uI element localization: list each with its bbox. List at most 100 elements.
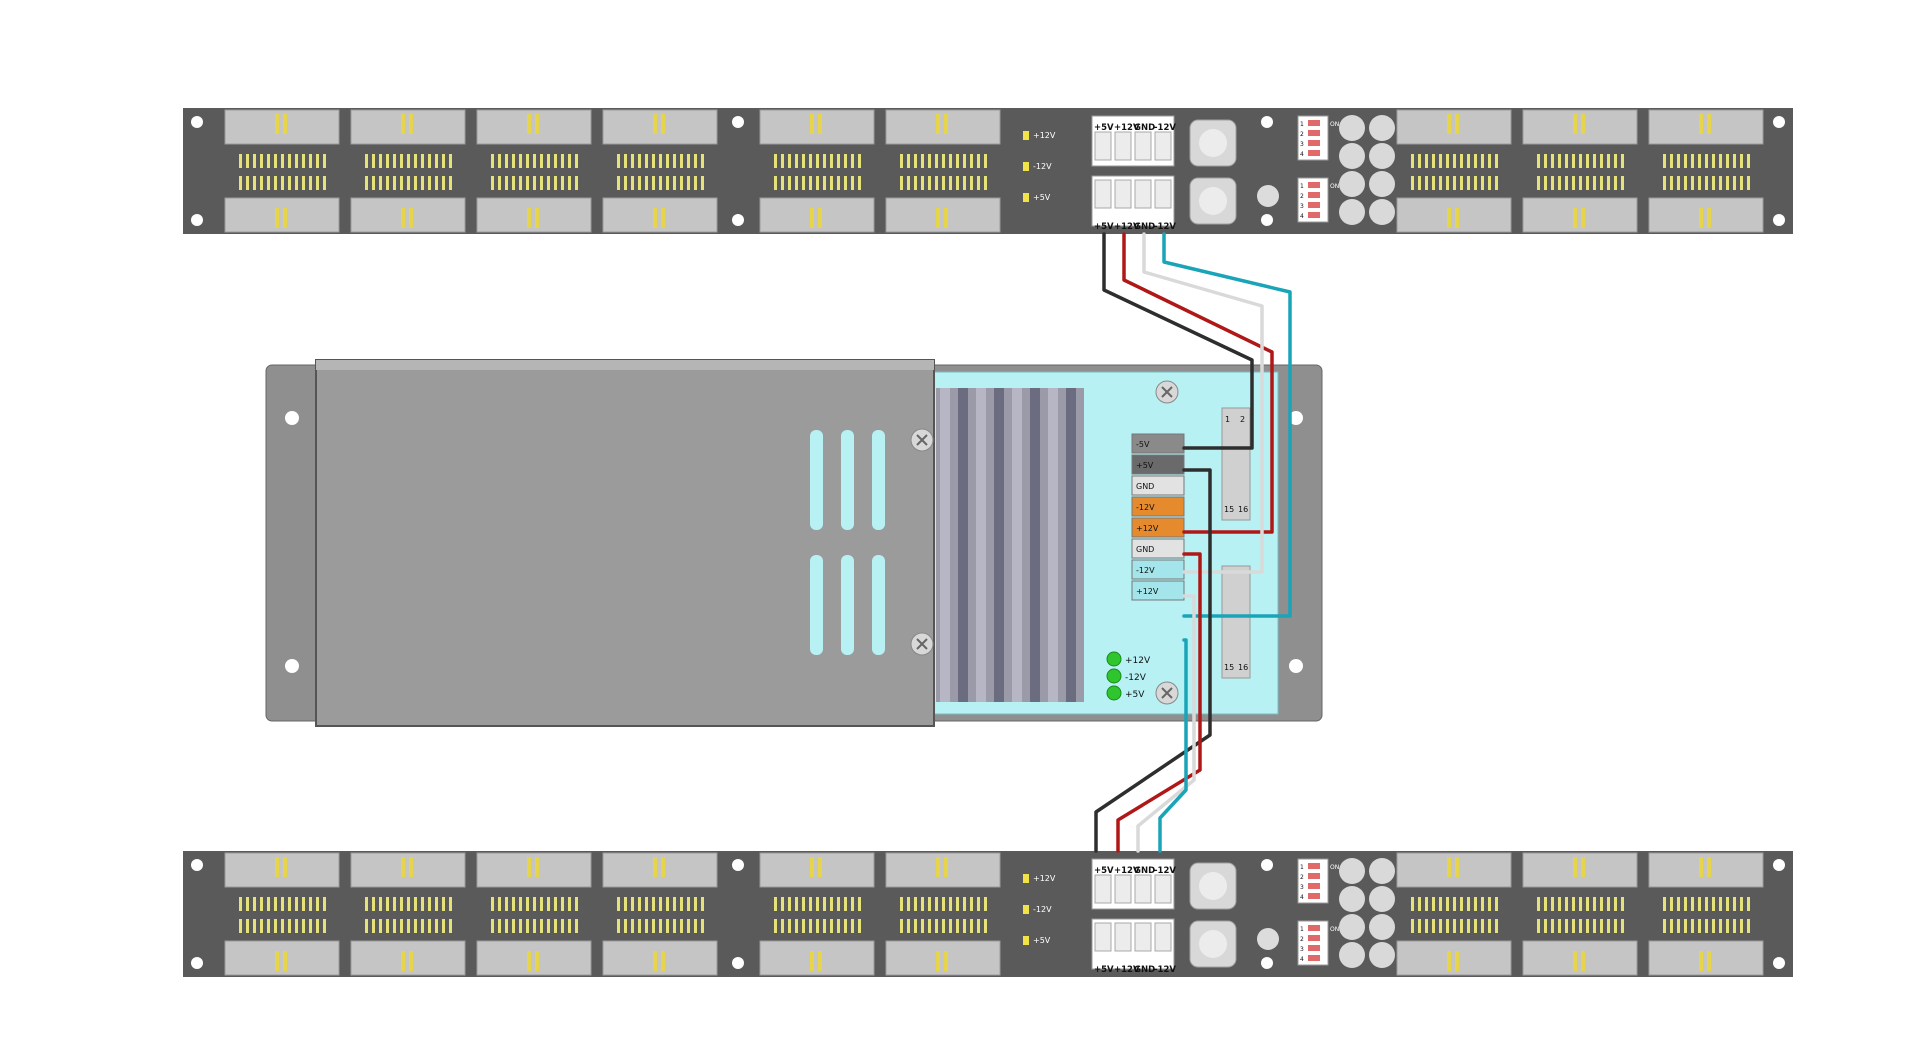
header-pin — [1537, 154, 1540, 168]
header-pin — [260, 154, 263, 168]
header-pin — [666, 897, 669, 911]
header-pin — [302, 154, 305, 168]
header-pin — [1460, 176, 1463, 190]
header-pin — [1614, 919, 1617, 933]
psu-led-label: -12V — [1125, 673, 1147, 683]
header-pin — [1425, 919, 1428, 933]
header-pin — [575, 919, 578, 933]
jumper-pad — [1339, 858, 1365, 884]
header-pin — [1488, 919, 1491, 933]
header-pin — [1740, 176, 1743, 190]
header-pin — [1740, 919, 1743, 933]
header-key — [275, 208, 279, 228]
header-pin — [323, 919, 326, 933]
header-pin — [1691, 176, 1694, 190]
header-pin — [519, 897, 522, 911]
header-pin — [1467, 919, 1470, 933]
header-pin — [1670, 176, 1673, 190]
ribbon-header — [1221, 565, 1251, 679]
header-pin — [816, 897, 819, 911]
header-pin — [449, 897, 452, 911]
header-key — [944, 857, 948, 877]
header-pin — [1488, 897, 1491, 911]
header-pin — [568, 919, 571, 933]
ribbon-header — [759, 109, 875, 145]
header-pin — [694, 897, 697, 911]
header-pin — [830, 176, 833, 190]
header-pin — [1551, 919, 1554, 933]
header-pin — [788, 176, 791, 190]
ribbon-header — [224, 109, 340, 145]
header-pin — [1481, 176, 1484, 190]
header-pin — [428, 154, 431, 168]
terminal-slot — [1094, 179, 1112, 209]
board-led-label: +12V — [1033, 874, 1056, 883]
ribbon-header — [1396, 109, 1512, 145]
header-pin — [372, 154, 375, 168]
header-pin — [568, 897, 571, 911]
header-pin — [400, 919, 403, 933]
header-pin — [561, 919, 564, 933]
header-pin — [1495, 919, 1498, 933]
terminal-slot — [1154, 874, 1172, 904]
header-pin — [673, 154, 676, 168]
header-pin — [1460, 919, 1463, 933]
mounting-hole — [732, 116, 744, 128]
header-pin — [673, 919, 676, 933]
header-pin — [816, 154, 819, 168]
vent-slot — [872, 430, 885, 530]
header-pin — [1691, 919, 1694, 933]
header-pin — [1593, 897, 1596, 911]
header-pin — [540, 919, 543, 933]
screw-slot — [1161, 386, 1173, 398]
header-pin — [942, 919, 945, 933]
terminal-slot — [1134, 131, 1152, 161]
header-pin — [568, 154, 571, 168]
header-label: 15 — [1224, 505, 1234, 514]
header-pin — [788, 919, 791, 933]
header-pin — [449, 919, 452, 933]
heatsink-fin — [1030, 388, 1040, 702]
header-pin — [802, 176, 805, 190]
header-pin — [407, 919, 410, 933]
header-key — [527, 951, 531, 971]
header-pin — [302, 176, 305, 190]
header-label: 15 — [1224, 663, 1234, 672]
header-pin — [1600, 154, 1603, 168]
dip-switch-lever — [1308, 130, 1320, 136]
ribbon-header — [1396, 197, 1512, 233]
header-pin — [781, 897, 784, 911]
header-pin — [1537, 176, 1540, 190]
jumper-pad — [1339, 115, 1365, 141]
vent-slot — [810, 555, 823, 655]
psu-led — [1106, 685, 1122, 701]
header-pin — [837, 176, 840, 190]
psu-terminal-label: -5V — [1136, 440, 1150, 449]
header-key — [535, 857, 539, 877]
header-pin — [414, 897, 417, 911]
header-pin — [907, 154, 910, 168]
header-key — [283, 857, 287, 877]
jumper-pad — [1369, 942, 1395, 968]
header-pin — [512, 176, 515, 190]
header-pin — [512, 154, 515, 168]
ribbon-header — [885, 852, 1001, 888]
dip-switch-number: 3 — [1300, 946, 1304, 953]
terminal-slot — [1134, 922, 1152, 952]
header-pin — [260, 897, 263, 911]
terminal-label: +12V — [1114, 222, 1140, 232]
vent-slot — [872, 555, 885, 655]
header-pin — [1684, 919, 1687, 933]
header-key — [527, 208, 531, 228]
header-key — [1699, 857, 1703, 877]
header-pin — [309, 897, 312, 911]
header-pin — [949, 176, 952, 190]
header-key — [936, 114, 940, 134]
dip-switch-number: 2 — [1300, 193, 1304, 200]
header-pin — [281, 919, 284, 933]
header-pin — [526, 154, 529, 168]
header-pin — [1726, 897, 1729, 911]
header-pin — [830, 897, 833, 911]
header-pin — [1691, 897, 1694, 911]
header-pin — [1544, 897, 1547, 911]
